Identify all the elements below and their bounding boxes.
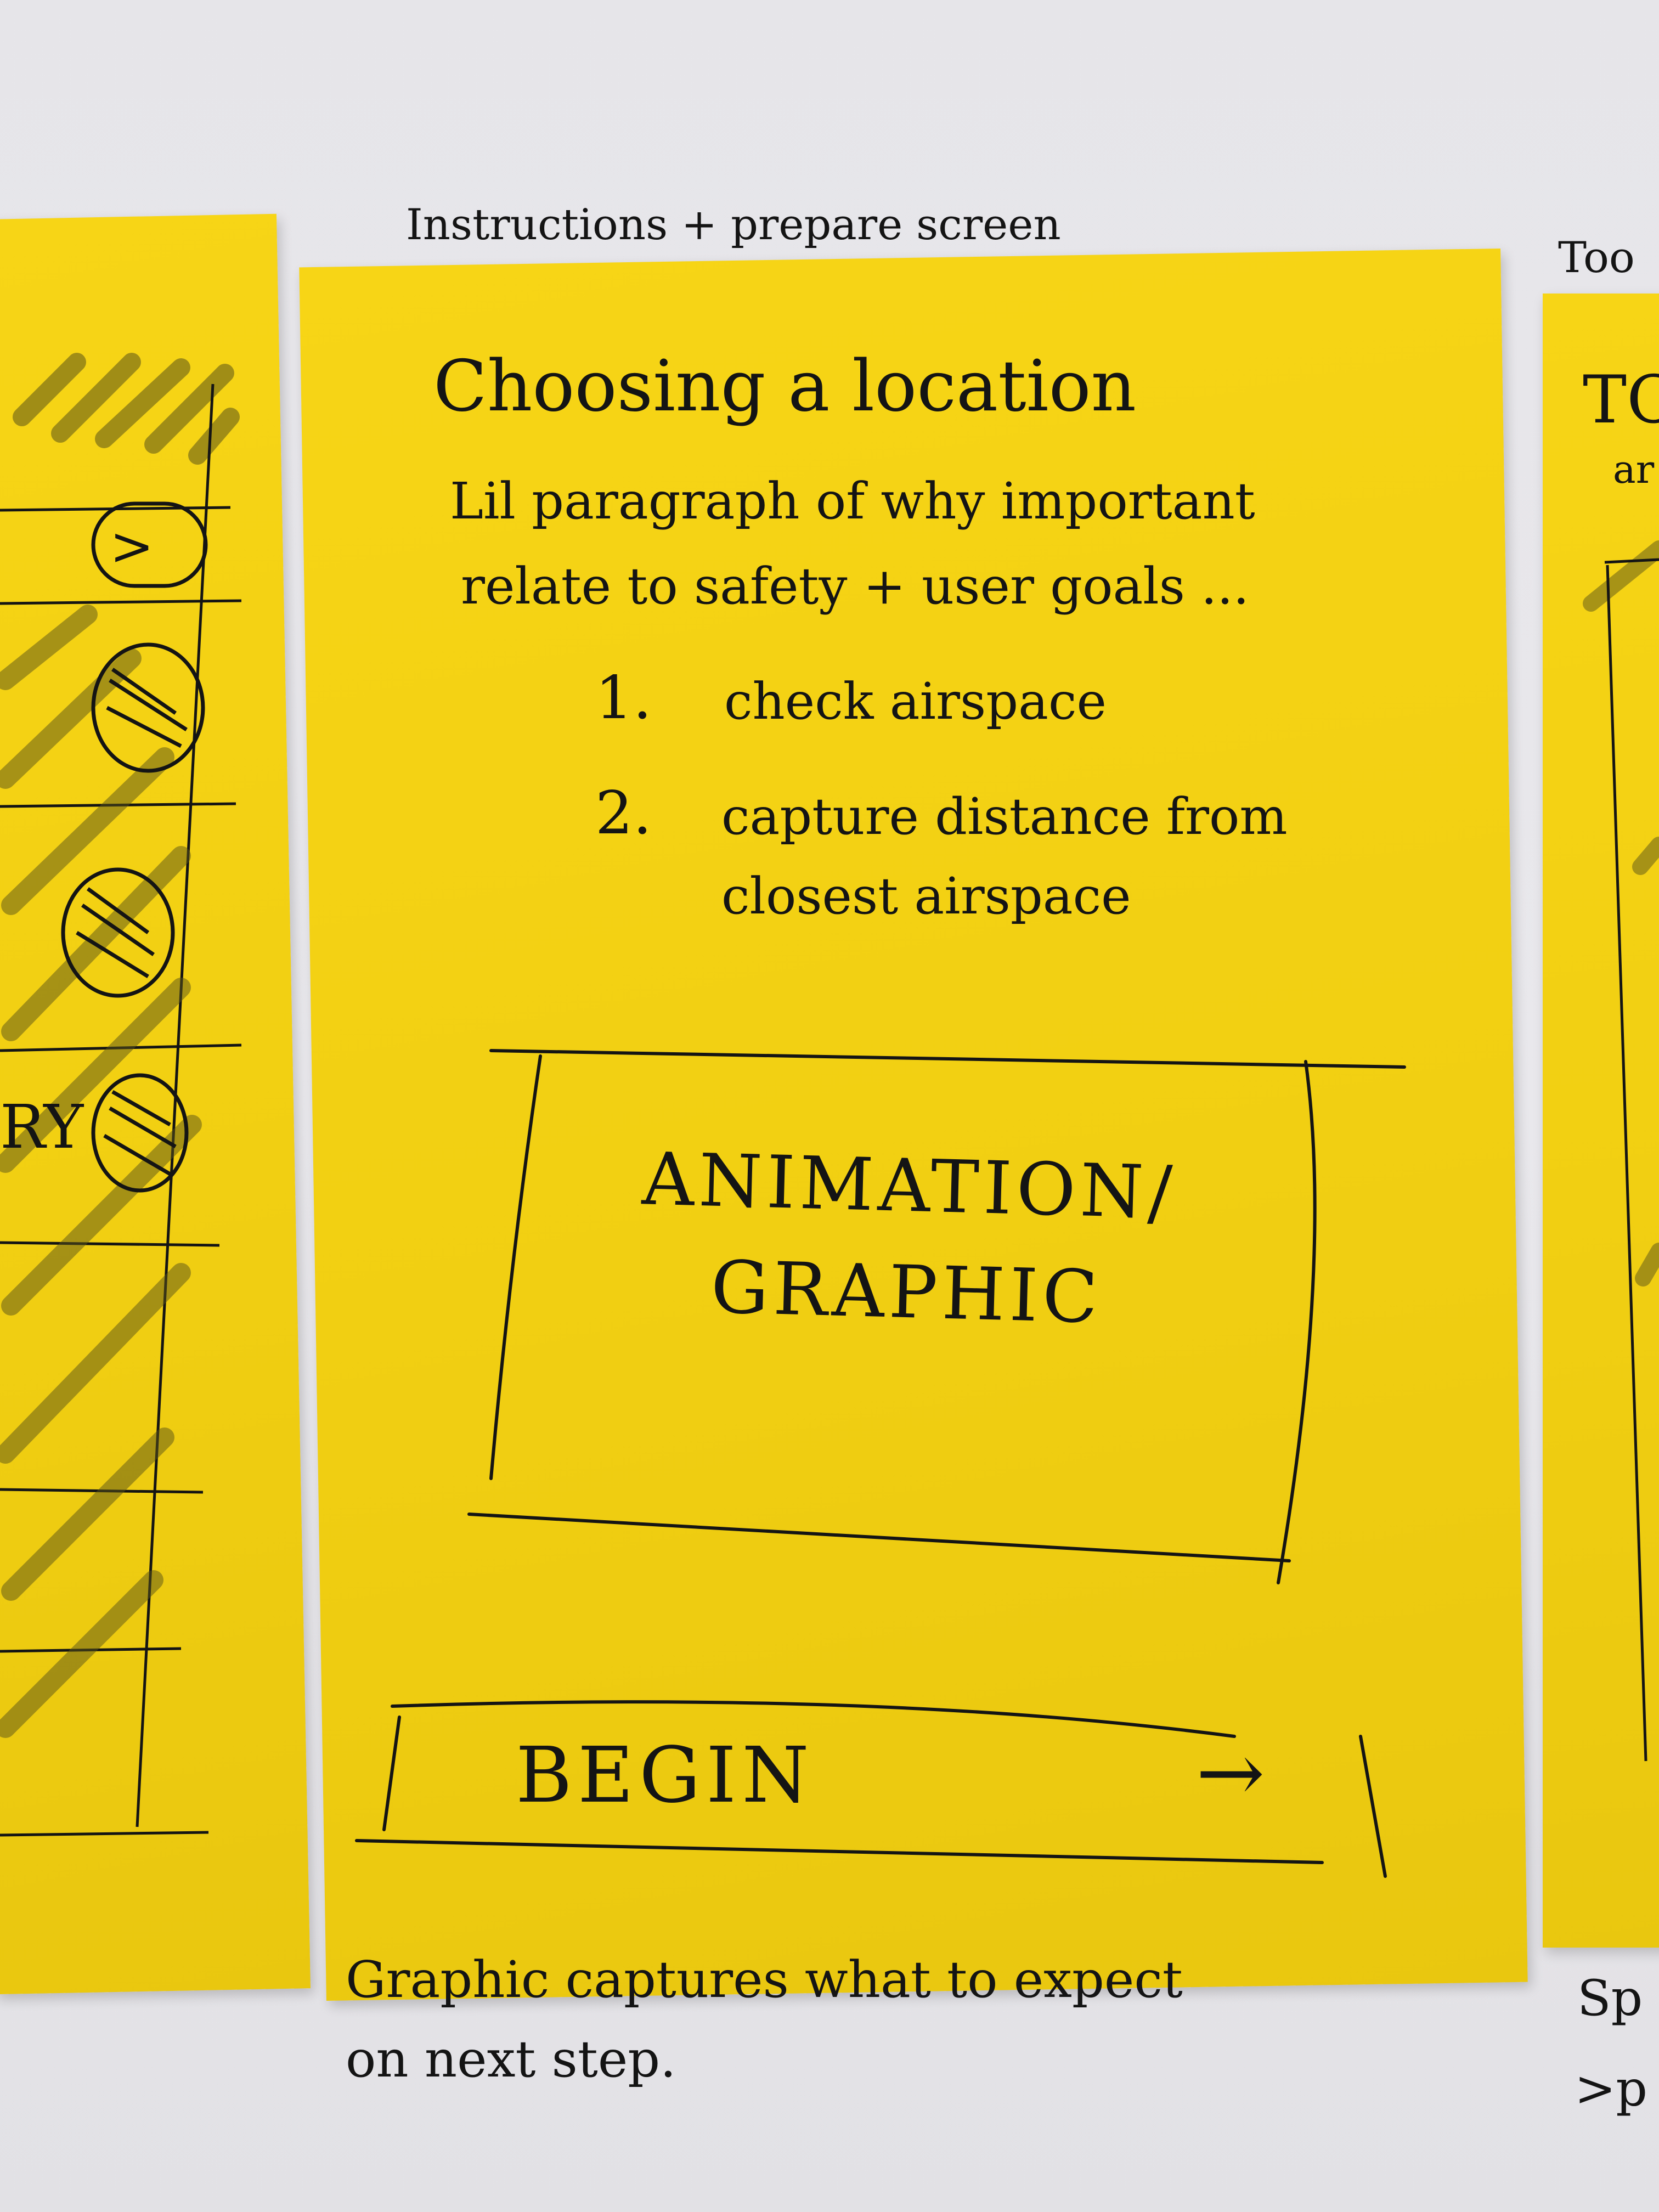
bottom-caption-line-2: on next step.	[346, 2030, 676, 2089]
graphic-label-line-2: GRAPHIC	[709, 1245, 1103, 1340]
step-2-text-continued: closest airspace	[721, 867, 1131, 926]
step-2-number: 2.	[595, 779, 652, 848]
step-2-text: capture distance from	[721, 787, 1288, 846]
right-note-title-fragment: TC	[1583, 362, 1659, 438]
right-caption-fragment: Too	[1558, 233, 1635, 283]
left-chevron-icon: >	[110, 516, 154, 577]
paragraph-line-1: Lil paragraph of why important	[450, 472, 1255, 531]
note-title: Choosing a location	[433, 346, 1137, 427]
left-row-label-fragment: RY	[0, 1092, 84, 1162]
arrow-right-icon: →	[1196, 1725, 1265, 1821]
right-sticky-note	[1543, 294, 1659, 1948]
begin-button[interactable]: BEGIN →	[384, 1706, 1383, 1860]
begin-button-label: BEGIN	[516, 1731, 815, 1820]
right-bottom-fragment-1: Sp	[1577, 1970, 1643, 2027]
paragraph-line-2: relate to safety + user goals ...	[461, 557, 1249, 616]
step-1-number: 1.	[595, 664, 652, 732]
top-caption: Instructions + prepare screen	[406, 200, 1061, 250]
bottom-caption-line-1: Graphic captures what to expect	[346, 1950, 1183, 2009]
right-bottom-fragment-2: >p	[1575, 2060, 1648, 2118]
step-1-text: check airspace	[724, 672, 1107, 731]
graphic-label-line-1: ANIMATION/	[641, 1137, 1178, 1235]
right-note-subtitle-fragment: ar	[1613, 447, 1655, 492]
animation-graphic-placeholder: ANIMATION/ GRAPHIC	[590, 1136, 1226, 1343]
